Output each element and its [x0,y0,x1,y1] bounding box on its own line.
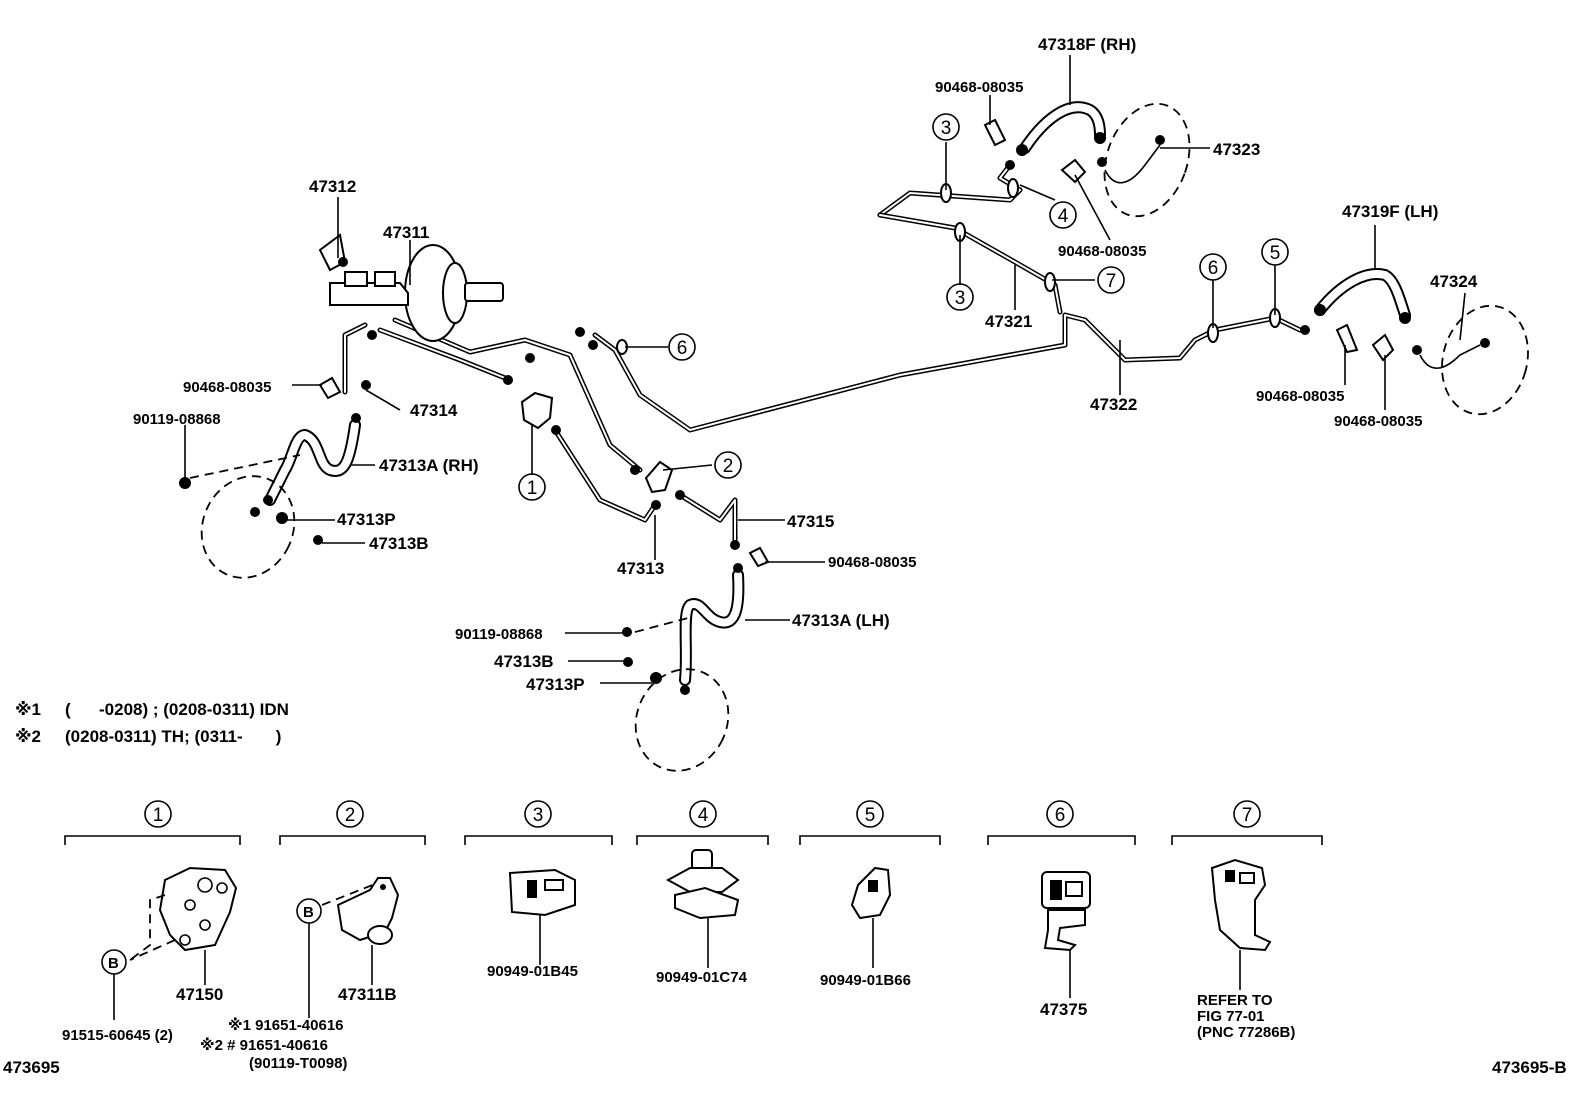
legend-part-47375 [1041,871,1091,998]
callout-6b: 6 [1208,258,1219,279]
label-47313B-left: 47313B [369,534,429,553]
label-47314: 47314 [410,401,458,420]
legend-7-line3: (PNC 77286B) [1197,1024,1295,1041]
note-1-mark: ※1 [15,700,41,719]
legend-3-part: 90949-01B45 [487,963,578,980]
callout-2: 2 [723,456,734,477]
label-47313: 47313 [617,559,664,578]
legend-part-47311B [321,877,400,985]
footer-left-id: 473695 [3,1058,60,1077]
legend-2-sub2: ※2 # 91651-40616 [200,1036,328,1054]
label-90468-left: 90468-08035 [183,379,271,396]
part-labels: 47318F (RH) 90468-08035 47323 90468-0803… [133,35,1478,694]
legend-5-part: 90949-01B66 [820,972,911,989]
legend-2-sub1: ※1 91651-40616 [228,1016,344,1034]
legend-7-line2: FIG 77-01 [1197,1008,1265,1025]
label-47323: 47323 [1213,140,1260,159]
legend-part-90949-01B45 [508,868,576,965]
footer-right-id: 473695-B [1492,1058,1567,1077]
legend: 1 2 3 4 5 6 7 [62,800,1323,1072]
notes: ※1 ( -0208) ; (0208-0311) IDN ※2 (0208-0… [15,700,289,746]
label-90119-left: 90119-08868 [133,411,221,428]
callout-5: 5 [1270,243,1281,264]
legend-1-marker: B [108,955,119,972]
label-47313A-RH: 47313A (RH) [379,456,479,475]
callouts: 3 3 4 7 6 5 6 1 2 [518,113,1289,501]
legend-4-part: 90949-01C74 [656,969,748,986]
callout-1: 1 [527,478,538,499]
callout-3a: 3 [941,118,952,139]
legend-2-part: 47311B [338,985,397,1004]
callout-3b: 3 [955,288,966,309]
legend-5-num: 5 [865,805,876,826]
label-90468-top: 90468-08035 [935,79,1023,96]
legend-1-sub: 91515-60645 (2) [62,1027,173,1044]
label-47318F: 47318F (RH) [1038,35,1136,54]
legend-6-part: 47375 [1040,1000,1087,1019]
brake-outlines [189,102,1529,772]
note-1-text: ( -0208) ; (0208-0311) IDN [65,700,289,719]
label-47315: 47315 [787,512,834,531]
legend-7-line1: REFER TO [1197,992,1273,1009]
label-90468-r2: 90468-08035 [1334,413,1422,430]
note-2-mark: ※2 [15,727,41,746]
note-2-text: (0208-0311) TH; (0311- ) [65,727,281,746]
legend-part-90949-01C74 [665,849,740,968]
label-47311: 47311 [383,223,429,242]
legend-2-sub3: (90119-T0098) [249,1055,347,1072]
legend-part-47150 [129,866,238,985]
legend-2-marker: B [303,904,314,921]
label-90119-center: 90119-08868 [455,626,543,643]
callout-6a: 6 [677,338,688,359]
callout-7: 7 [1106,271,1117,292]
label-90468-mid: 90468-08035 [1058,243,1146,260]
leader-lines [184,55,1466,684]
legend-6-num: 6 [1055,805,1066,826]
label-47313B-center: 47313B [494,652,554,671]
label-47312: 47312 [309,177,356,196]
legend-1-part: 47150 [176,985,223,1004]
label-47313P-center: 47313P [526,675,585,694]
legend-1-num: 1 [153,805,164,826]
label-90468-center: 90468-08035 [828,554,916,571]
brake-components [179,118,1490,695]
brake-hoses [264,101,1481,686]
legend-2-num: 2 [345,805,356,826]
legend-7-num: 7 [1242,805,1253,826]
label-90468-r1: 90468-08035 [1256,388,1344,405]
label-47313P-left: 47313P [337,510,396,529]
label-47322: 47322 [1090,395,1137,414]
callout-4: 4 [1058,206,1069,227]
label-47321: 47321 [985,312,1032,331]
label-47324: 47324 [1430,272,1478,291]
legend-part-90949-01B66 [850,866,892,968]
legend-3-num: 3 [533,805,544,826]
label-47313A-LH: 47313A (LH) [792,611,890,630]
legend-part-refer [1210,858,1272,990]
brake-pipes [342,162,1303,548]
label-47319F: 47319F (LH) [1342,202,1438,221]
legend-4-num: 4 [698,805,709,826]
